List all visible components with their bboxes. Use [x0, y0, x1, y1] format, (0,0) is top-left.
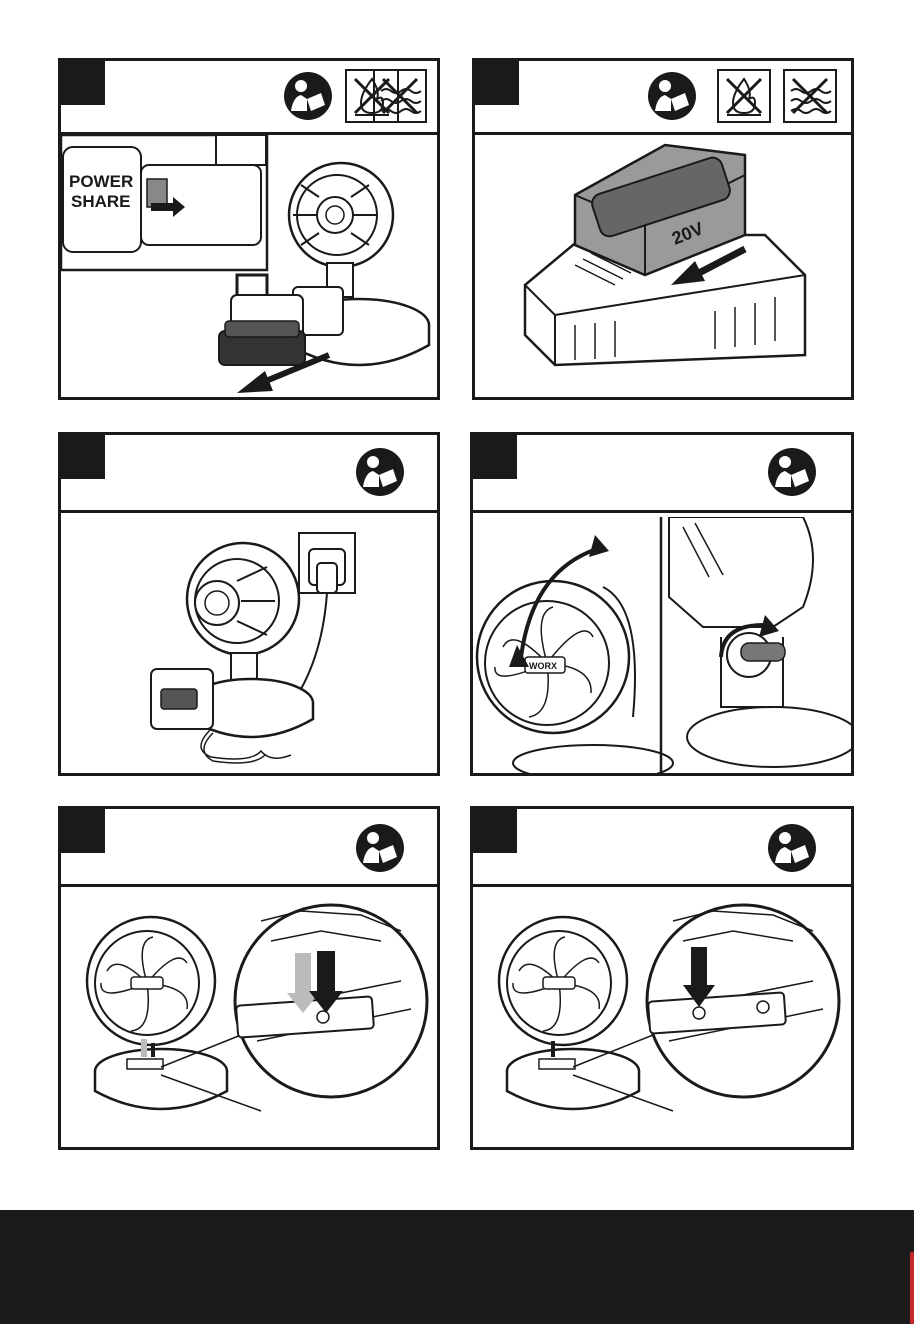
- illustration-remove-battery: POWER SHARE: [61, 135, 437, 397]
- battery-brand-label: POWER: [69, 172, 133, 191]
- footer-band: [0, 1210, 914, 1324]
- no-water-icon: [783, 69, 837, 123]
- panel-header: [475, 61, 851, 135]
- step-panel-speed-select: [470, 806, 854, 1150]
- illustration-adapter-power: [61, 519, 437, 773]
- battery-brand-label: SHARE: [71, 192, 131, 211]
- panel-header: [61, 61, 437, 135]
- step-panel-remove-battery: POWER SHARE: [58, 58, 440, 400]
- panel-header: [61, 809, 437, 887]
- panel-header: [473, 435, 851, 513]
- no-fire-icon: [717, 69, 771, 123]
- step-number-badge: [473, 435, 517, 479]
- illustration-power-on: [61, 891, 437, 1147]
- fan-badge-label: WORX: [529, 661, 557, 671]
- illustration-tilt-adjust: WORX: [473, 517, 851, 773]
- step-number-badge: [61, 61, 105, 105]
- step-number-badge: [61, 809, 105, 853]
- step-panel-adapter-power: [58, 432, 440, 776]
- illustration-speed-select: [473, 891, 851, 1147]
- read-manual-icon: [765, 821, 819, 875]
- read-manual-icon: [645, 69, 699, 123]
- read-manual-icon: [281, 69, 335, 123]
- step-panel-charge-battery: 20V: [472, 58, 854, 400]
- panel-header: [61, 435, 437, 513]
- footer-accent-edge: [910, 1252, 914, 1324]
- read-manual-icon: [353, 821, 407, 875]
- panel-header: [473, 809, 851, 887]
- illustration-charge-battery: 20V: [475, 135, 851, 397]
- read-manual-icon: [353, 445, 407, 499]
- step-number-badge: [61, 435, 105, 479]
- step-number-badge: [473, 809, 517, 853]
- step-panel-power-on: [58, 806, 440, 1150]
- step-panel-tilt-adjust: WORX: [470, 432, 854, 776]
- step-number-badge: [475, 61, 519, 105]
- no-water-icon: [373, 69, 427, 123]
- read-manual-icon: [765, 445, 819, 499]
